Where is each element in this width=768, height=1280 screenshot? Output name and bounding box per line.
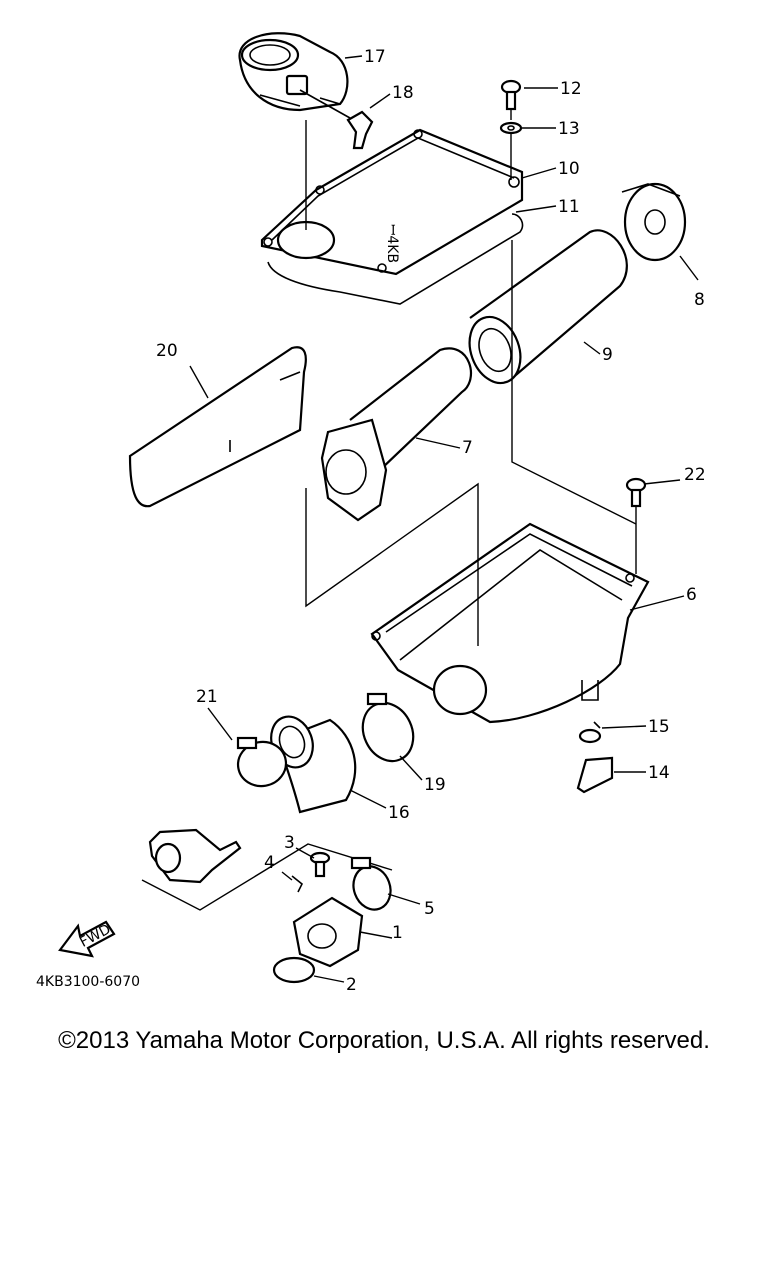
- callout-21: 21: [196, 687, 218, 707]
- callout-14: 14: [648, 763, 670, 783]
- callout-18: 18: [392, 83, 414, 103]
- callout-5: 5: [424, 899, 435, 919]
- part-18-vent-hose[interactable]: [299, 89, 374, 150]
- drawing-code: 4KB3100-6070: [36, 974, 140, 990]
- callout-17: 17: [364, 47, 386, 67]
- part-22-bolt[interactable]: [625, 477, 647, 508]
- part-15-clip[interactable]: [578, 721, 602, 744]
- part-20-pre-screen[interactable]: [128, 346, 307, 508]
- part-2-o-ring[interactable]: [272, 956, 316, 984]
- part-14-drain-cap[interactable]: [576, 756, 614, 794]
- callout-13: 13: [558, 119, 580, 139]
- part-11-gasket[interactable]: [267, 213, 524, 305]
- callout-7: 7: [462, 438, 473, 458]
- copyright-notice: ©2013 Yamaha Motor Corporation, U.S.A. A…: [58, 1027, 710, 1054]
- part-3-screw[interactable]: [309, 851, 331, 878]
- callout-11: 11: [558, 197, 580, 217]
- callout-15: 15: [648, 717, 670, 737]
- part-8-end-cap[interactable]: [621, 182, 687, 262]
- callout-6: 6: [686, 585, 697, 605]
- part-6-air-cleaner-case[interactable]: [370, 522, 650, 724]
- exploded-parts-diagram: ꟷ4KB: [36, 32, 706, 995]
- callout-2: 2: [346, 975, 357, 995]
- part-21-hose-clamp[interactable]: [235, 736, 290, 790]
- part-1-carburetor-joint[interactable]: [292, 896, 364, 968]
- part-7-filter-guide[interactable]: [320, 347, 472, 522]
- callout-12: 12: [560, 79, 582, 99]
- callout-9: 9: [602, 345, 613, 365]
- carburetor-outline: [141, 828, 393, 911]
- callout-4: 4: [264, 853, 275, 873]
- fwd-label: FWD: [77, 921, 113, 950]
- part-4-clamp-screw[interactable]: [291, 875, 304, 893]
- part-17-intake-duct[interactable]: [238, 32, 349, 112]
- fwd-arrow-icon: FWD: [58, 920, 116, 958]
- part-12-bolt[interactable]: [500, 79, 522, 111]
- callout-3: 3: [284, 833, 295, 853]
- part-10-case-cap[interactable]: ꟷ4KB: [260, 128, 524, 276]
- part-5-hose-clamp[interactable]: [348, 856, 397, 915]
- callout-1: 1: [392, 923, 403, 943]
- callout-8: 8: [694, 290, 705, 310]
- callout-16: 16: [388, 803, 410, 823]
- callout-10: 10: [558, 159, 580, 179]
- cover-marking: ꟷ4KB: [384, 224, 400, 263]
- callout-22: 22: [684, 465, 706, 485]
- part-9-filter-element[interactable]: [461, 229, 628, 390]
- part-19-hose-clamp[interactable]: [354, 692, 423, 769]
- callout-19: 19: [424, 775, 446, 795]
- callout-20: 20: [156, 341, 178, 361]
- part-13-washer[interactable]: [499, 121, 523, 135]
